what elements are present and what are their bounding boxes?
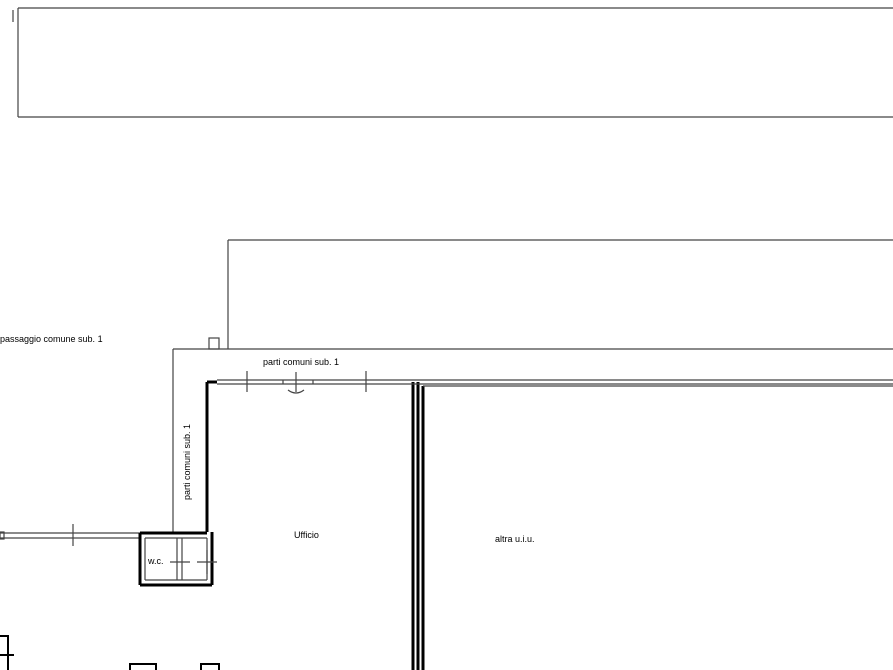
office-label: Ufficio: [294, 530, 319, 540]
building-upper-outline: [173, 239, 893, 350]
common-vertical-label: parti comuni sub. 1: [182, 424, 192, 500]
bottom-fixtures: [0, 635, 220, 670]
common-top-label: parti comuni sub. 1: [263, 357, 339, 367]
common-corridor: [0, 349, 174, 546]
wc-label: w.c.: [147, 556, 164, 566]
passage-label: passaggio comune sub. 1: [0, 334, 103, 344]
wc-partitions: [144, 537, 217, 581]
office-top-wall: [217, 371, 893, 394]
office-walls: [138, 380, 425, 670]
other-unit-label: altra u.i.u.: [495, 534, 535, 544]
top-boundary: [12, 7, 893, 118]
